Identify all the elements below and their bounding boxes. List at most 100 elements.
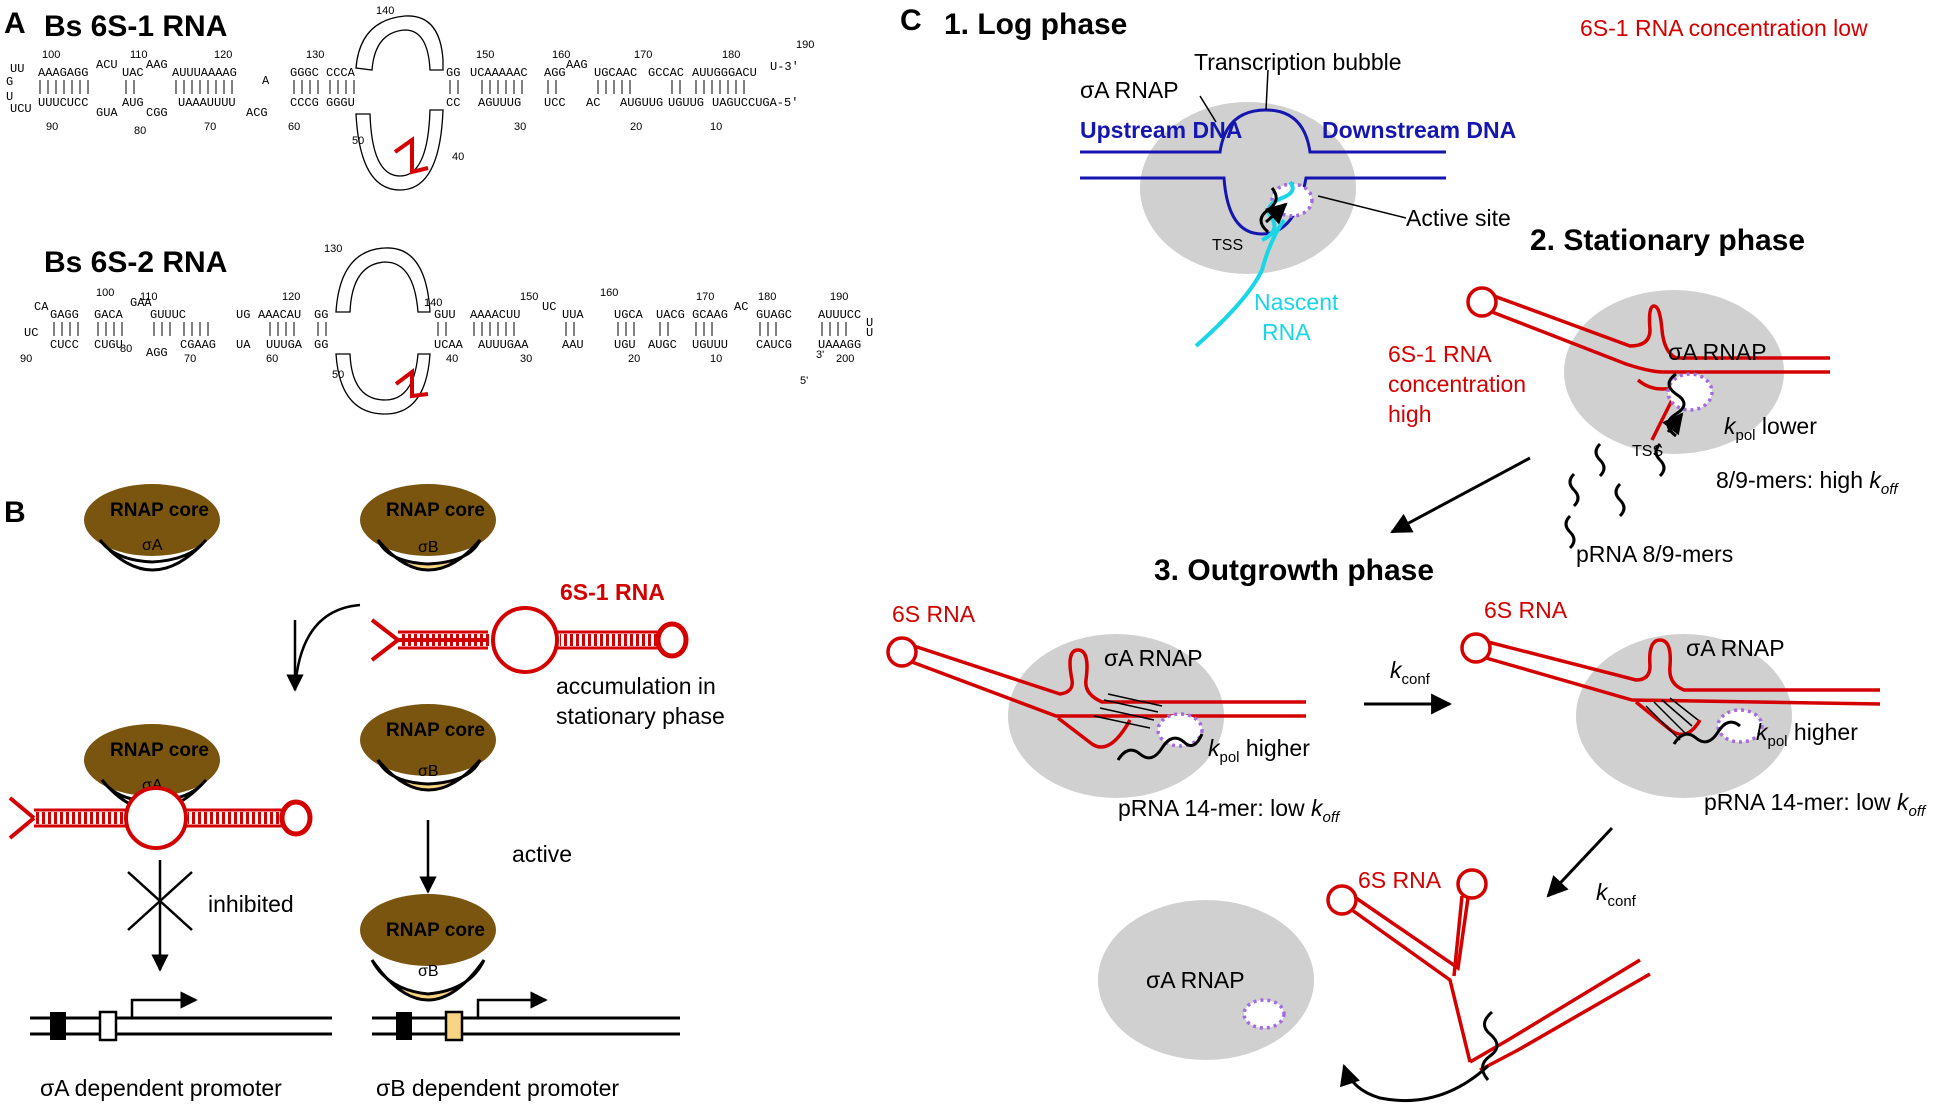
- sigma-a-promoter: [30, 991, 332, 1042]
- outgrowth-sigma-rnap-label-1: σA RNAP: [1104, 645, 1203, 671]
- rna1-title: Bs 6S-1 RNA: [44, 10, 227, 43]
- prna-89-mers: [1564, 442, 1666, 550]
- rna2-num-170: 170: [696, 291, 714, 303]
- rna2-end-3: 3': [816, 349, 824, 361]
- rna2-bubble-bottom-loop: [335, 353, 431, 415]
- panel-c-label: C: [900, 4, 922, 37]
- outgrowth-complex-1: [886, 634, 1306, 798]
- rna2-seq-bot-1: CUCC: [50, 338, 79, 352]
- rnap-core-label-3: RNAP core: [110, 740, 209, 761]
- rnap-sigma-a-top: RNAP core σA: [84, 484, 220, 572]
- rna1-structure: G UU AAAGAGG ACU UAC AAG AUUUAAAAG A GGG…: [6, 5, 814, 191]
- rnap-sigma-b-mid: RNAP core σB: [360, 704, 496, 792]
- prna-14-label-2: pRNA 14-mer: low koff: [1704, 789, 1927, 820]
- transcription-bubble-label: Transcription bubble: [1194, 49, 1402, 75]
- rna-6s-label-3: 6S RNA: [1358, 867, 1442, 893]
- stationary-phase-title: 2. Stationary phase: [1530, 224, 1805, 257]
- rnap-sigma-b-top: RNAP core σB: [360, 484, 496, 572]
- rna-6s-label-1: 6S RNA: [892, 601, 976, 627]
- log-phase-title: 1. Log phase: [944, 8, 1127, 41]
- rna1-seq-top-18: U-3': [770, 60, 799, 74]
- rna1-seq-top-1: UU: [10, 62, 24, 76]
- conc-high-label-1: 6S-1 RNA: [1388, 341, 1492, 367]
- downstream-dna-label: Downstream DNA: [1322, 117, 1516, 143]
- rna2-num-70: 70: [184, 353, 196, 365]
- rna2-seq-top-5: UG: [236, 308, 250, 322]
- binding-arc: [293, 603, 361, 691]
- rna2-num-190: 190: [830, 291, 848, 303]
- rna2-seq-top-11: UC: [542, 300, 556, 314]
- stationary-to-outgrowth-arrow: [1390, 456, 1531, 534]
- rnap-core-label-1: RNAP core: [110, 500, 209, 521]
- rna2-seq-top-16: AC: [734, 300, 748, 314]
- rna1-seq-top-17: AUUGGGACU: [692, 66, 757, 80]
- mers-high-koff-label: 8/9-mers: high koff: [1716, 467, 1899, 498]
- rna1-num-50: 50: [352, 135, 364, 147]
- rna2-num-10: 10: [710, 353, 722, 365]
- rna2-num-60: 60: [266, 353, 278, 365]
- rna2-seq-top-6: AAACAU: [258, 308, 301, 322]
- sigma-a-label-1: σA: [142, 537, 163, 554]
- outgrowth-sigma-rnap-label-2: σA RNAP: [1686, 635, 1785, 661]
- rna1-num-70: 70: [204, 121, 216, 133]
- log-sigma-rnap-label: σA RNAP: [1080, 77, 1179, 103]
- stationary-complex: [1466, 286, 1830, 454]
- promoter-b-label: σB dependent promoter: [376, 1075, 619, 1101]
- rna1-seq-top-11: GG: [446, 66, 460, 80]
- rna1-seq-top-14: AAG: [566, 58, 588, 72]
- kconf-label-2: kconf: [1596, 879, 1637, 910]
- rnap-core-label-5: RNAP core: [386, 920, 485, 941]
- outgrowth-complex-2: [1460, 632, 1881, 798]
- conc-high-label-3: high: [1388, 401, 1431, 427]
- panel-a-label: A: [4, 7, 26, 40]
- rna1-seq-bot-8: CCCG: [290, 96, 319, 110]
- rna1-basepairs: [39, 80, 745, 94]
- released-complex: [1098, 868, 1651, 1102]
- active-label: active: [512, 841, 572, 867]
- rna1-num-170: 170: [634, 49, 652, 61]
- rna2-num-50: 50: [332, 369, 344, 381]
- rna2-num-200: 200: [836, 353, 854, 365]
- rna2-num-90: 90: [20, 353, 32, 365]
- rna1-seq-bot-9: GGGU: [326, 96, 355, 110]
- rna1-num-20: 20: [630, 121, 642, 133]
- kconf-arrow-2: [1546, 826, 1614, 898]
- rna2-seq-bot-15: UAAAGG: [818, 338, 861, 352]
- rna1-seq-bot-17: UAGUCCUGA-5': [712, 96, 798, 110]
- rna1-seq-bot-0: U: [6, 90, 13, 104]
- rna2-seq-bot-4: CGAAG: [180, 338, 216, 352]
- stationary-sigma-rnap-label: σA RNAP: [1668, 339, 1767, 365]
- rna2-seq-bot-12: AUGC: [648, 338, 677, 352]
- nascent-label-2: RNA: [1262, 319, 1311, 345]
- rna-6s-label-2: 6S RNA: [1484, 597, 1568, 623]
- upstream-dna-label: Upstream DNA: [1080, 117, 1242, 143]
- rna1-seq-bot-12: AGUUUG: [478, 96, 521, 110]
- rna2-seq-top-1: GAGG: [50, 308, 79, 322]
- kpol-higher-label-1: kpol higher: [1208, 735, 1310, 766]
- kpol-higher-label-2: kpol higher: [1756, 719, 1858, 750]
- free-6s-rna-label: 6S-1 RNA: [560, 579, 665, 605]
- rna1-num-140: 140: [376, 5, 394, 17]
- rna1-num-120: 120: [214, 49, 232, 61]
- rna2-num-150: 150: [520, 291, 538, 303]
- rna2-seq-bot-3: AGG: [146, 346, 168, 360]
- sigma-b-promoter: [372, 991, 680, 1042]
- rna2-seq-bot-6: UUUGA: [266, 338, 303, 352]
- rna1-seq-top-2: AAAGAGG: [38, 66, 88, 80]
- inhibited-cross: [127, 860, 193, 972]
- rna2-num-160: 160: [600, 287, 618, 299]
- accumulation-text-2: stationary phase: [556, 703, 725, 729]
- rna2-num-110: 110: [140, 291, 158, 303]
- rna2-seq-top-18: AUUUCC: [818, 308, 861, 322]
- rna1-seq-bot-3: GUA: [96, 106, 118, 120]
- rna2-seq-top-9: GUU: [434, 308, 456, 322]
- inhibited-label: inhibited: [208, 891, 294, 917]
- rna2-seq-bot-9: AUUUGAA: [478, 338, 529, 352]
- rna1-num-180: 180: [722, 49, 740, 61]
- rna2-seq-top-13: UGCA: [614, 308, 644, 322]
- accumulation-text-1: accumulation in: [556, 673, 716, 699]
- kpol-lower-label: kpol lower: [1724, 413, 1817, 444]
- rna1-seq-bot-6: UAAAUUUU: [178, 96, 236, 110]
- rna1-red-marker: [393, 136, 429, 175]
- rna1-seq-bot-7: ACG: [246, 106, 268, 120]
